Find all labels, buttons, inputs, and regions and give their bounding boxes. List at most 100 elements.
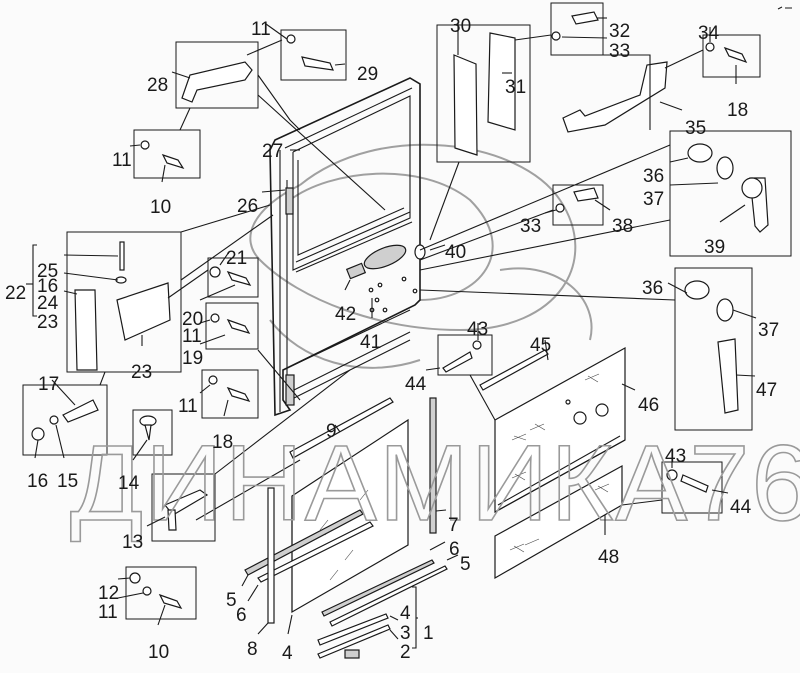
callout-leader-11 xyxy=(117,592,144,599)
callout-13: 13 xyxy=(122,532,143,553)
callout-leader-11 xyxy=(265,23,288,40)
callout-leader-45 xyxy=(544,339,549,361)
callout-leader-33 xyxy=(561,36,608,39)
callout-leader-40 xyxy=(429,244,446,251)
callout-23: 23 xyxy=(37,312,58,333)
callout-leader-21 xyxy=(219,251,230,266)
callout-leader-42 xyxy=(344,279,351,291)
callout-25: 25 xyxy=(37,261,58,282)
callout-18: 18 xyxy=(727,100,748,121)
callout-leader-9 xyxy=(334,424,341,433)
callout-31: 31 xyxy=(505,77,526,98)
callout-15: 15 xyxy=(57,471,78,492)
callout-leader-46 xyxy=(621,383,636,391)
corner-mark xyxy=(777,6,792,10)
callout-10: 10 xyxy=(148,642,169,663)
callout-leader-11 xyxy=(199,384,211,394)
callout-leader-37 xyxy=(732,309,757,319)
callout-21: 21 xyxy=(226,248,247,269)
callout-leader-35 xyxy=(659,101,683,111)
callout-45: 45 xyxy=(530,335,551,356)
callout-leader-12 xyxy=(117,577,131,580)
callout-3: 3 xyxy=(400,623,411,644)
detail-boxes xyxy=(22,2,792,649)
callout-leader-26 xyxy=(261,189,286,193)
trim-panels xyxy=(479,346,626,580)
callout-37: 37 xyxy=(643,189,664,210)
callout-leader-36 xyxy=(667,282,688,294)
callout-48: 48 xyxy=(598,547,619,568)
callout-leader-4 xyxy=(287,614,293,635)
callout-leader-44 xyxy=(425,367,441,371)
callout-leader-10 xyxy=(157,604,166,626)
callout-35: 35 xyxy=(685,118,706,139)
callout-11: 11 xyxy=(182,326,202,347)
fasteners xyxy=(31,11,769,609)
callout-leader-24 xyxy=(63,290,78,295)
callout-leader-3 xyxy=(389,615,399,621)
callout-leader-11 xyxy=(199,319,211,324)
callout-11: 11 xyxy=(178,396,198,417)
callout-leader-16 xyxy=(63,272,119,281)
callout-leader-7 xyxy=(435,509,447,512)
callout-8: 8 xyxy=(247,639,258,660)
callout-leader-2 xyxy=(389,629,399,640)
callout-38: 38 xyxy=(612,216,633,237)
callout-47: 47 xyxy=(756,380,777,401)
callout-11: 11 xyxy=(98,602,118,623)
callout-leader-8 xyxy=(257,622,269,635)
connector-lines xyxy=(99,34,704,521)
callout-4: 4 xyxy=(282,643,293,664)
callout-14: 14 xyxy=(118,473,140,494)
callout-leader-28 xyxy=(171,71,191,79)
callout-36: 36 xyxy=(642,278,663,299)
callout-33: 33 xyxy=(520,216,541,237)
callout-28: 28 xyxy=(147,75,168,96)
callout-44: 44 xyxy=(730,497,752,518)
callout-16: 16 xyxy=(37,276,58,297)
callout-17: 17 xyxy=(38,374,59,395)
callout-10: 10 xyxy=(150,197,171,218)
callout-leader-15 xyxy=(55,424,65,459)
callout-41: 41 xyxy=(360,332,381,353)
callout-7: 7 xyxy=(448,515,459,536)
callout-26: 26 xyxy=(237,196,258,217)
callout-11: 11 xyxy=(251,19,271,40)
callout-leader-44 xyxy=(711,489,729,494)
callout-leader-25 xyxy=(63,254,119,257)
callout-9: 9 xyxy=(326,421,337,442)
callout-43: 43 xyxy=(467,319,488,340)
callout-30: 30 xyxy=(450,16,471,37)
callout-leader-38 xyxy=(594,199,611,211)
callout-40: 40 xyxy=(445,242,466,263)
callout-leader-39 xyxy=(719,204,746,223)
callout-4: 4 xyxy=(400,603,411,624)
callout-leader-19 xyxy=(199,334,226,345)
callout-23: 23 xyxy=(131,362,152,383)
callout-leader-29 xyxy=(334,63,346,66)
callout-leader-17 xyxy=(51,379,76,406)
callout-2: 2 xyxy=(400,642,411,663)
callout-leader-13 xyxy=(146,516,166,527)
callout-36: 36 xyxy=(643,166,664,187)
callout-39: 39 xyxy=(704,237,725,258)
callout-34: 34 xyxy=(698,23,720,44)
callout-12: 12 xyxy=(98,583,119,604)
callout-6: 6 xyxy=(236,605,247,626)
callout-leader-47 xyxy=(735,374,756,377)
callout-11: 11 xyxy=(112,150,132,171)
callout-33: 33 xyxy=(609,41,630,62)
callout-19: 19 xyxy=(182,348,203,369)
callout-18: 18 xyxy=(212,432,233,453)
callout-leader-10 xyxy=(161,164,166,183)
callout-leader-6 xyxy=(247,584,259,602)
callout-44: 44 xyxy=(405,374,427,395)
callout-27: 27 xyxy=(262,141,283,162)
callout-42: 42 xyxy=(335,304,356,325)
callout-leader-18 xyxy=(223,399,229,417)
callout-leader-16 xyxy=(34,439,39,459)
callout-leader-6 xyxy=(429,541,446,551)
